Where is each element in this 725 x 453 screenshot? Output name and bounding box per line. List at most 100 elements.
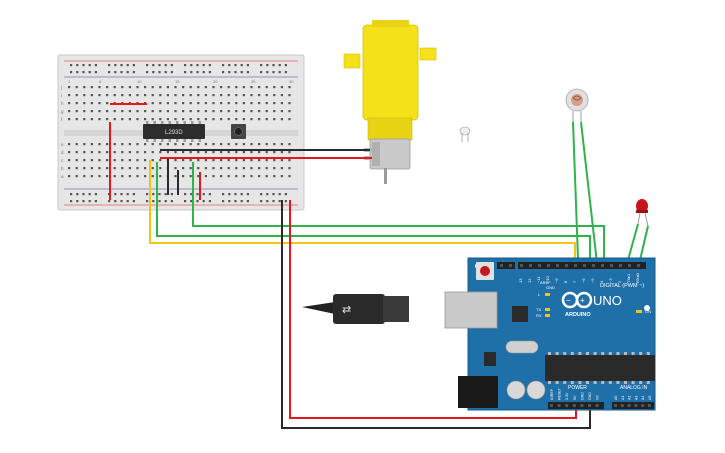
- hole: [242, 167, 245, 170]
- hole: [189, 94, 192, 97]
- gnd-label: GND: [546, 285, 555, 290]
- hole: [220, 175, 223, 178]
- wire-green-pin-b[interactable]: [192, 162, 605, 260]
- digital-header[interactable]: [497, 262, 646, 269]
- wire-green-led-2[interactable]: [639, 225, 649, 261]
- hole: [266, 193, 269, 196]
- hole: [222, 200, 225, 203]
- hole: [204, 86, 207, 89]
- hole: [189, 175, 192, 178]
- hole: [627, 404, 631, 407]
- hole: [280, 86, 283, 89]
- hole: [212, 94, 215, 97]
- hole: [120, 200, 123, 203]
- hole: [166, 86, 169, 89]
- hole: [113, 86, 116, 89]
- hole: [235, 94, 238, 97]
- hole: [272, 71, 275, 74]
- hole: [228, 71, 231, 74]
- hole: [235, 167, 238, 170]
- hole: [83, 86, 86, 89]
- hole: [593, 352, 597, 355]
- hole: [83, 94, 86, 97]
- wire-green-led-1[interactable]: [627, 223, 639, 261]
- hole: [278, 71, 281, 74]
- wire-yellow-pin[interactable]: [149, 160, 576, 260]
- usb-port[interactable]: [444, 291, 498, 329]
- hole: [595, 404, 599, 407]
- hole: [189, 110, 192, 113]
- hole: [108, 71, 111, 74]
- usb-controller-chip: [512, 306, 528, 322]
- hole: [227, 86, 230, 89]
- wire-black-gnd[interactable]: [281, 200, 591, 429]
- hole: [227, 151, 230, 154]
- hole: [83, 110, 86, 113]
- diode[interactable]: [459, 126, 471, 142]
- hole: [212, 102, 215, 105]
- power-header[interactable]: [548, 402, 654, 409]
- hole: [151, 94, 154, 97]
- hole: [198, 121, 201, 124]
- hole: [114, 200, 117, 203]
- hole: [235, 86, 238, 89]
- hole: [273, 118, 276, 121]
- power-jack[interactable]: [458, 376, 498, 408]
- hole: [555, 352, 559, 355]
- hole: [136, 86, 139, 89]
- hole: [106, 151, 109, 154]
- push-button[interactable]: [231, 124, 246, 139]
- photoresistor[interactable]: [565, 88, 589, 122]
- hole: [151, 86, 154, 89]
- hole: [273, 167, 276, 170]
- wire-green-pin-a[interactable]: [156, 162, 591, 260]
- column-number: 1: [68, 79, 71, 84]
- hole: [98, 110, 101, 113]
- digital-pin-label: ~3: [608, 278, 613, 283]
- hole: [220, 167, 223, 170]
- hole: [170, 193, 173, 196]
- row-letter: f: [61, 117, 63, 122]
- hole: [191, 121, 194, 124]
- hole: [164, 193, 167, 196]
- svg-text:−: −: [566, 296, 571, 305]
- hole: [265, 151, 268, 154]
- hole: [208, 64, 211, 67]
- hole: [68, 102, 71, 105]
- red-led[interactable]: [636, 199, 649, 227]
- hole: [583, 264, 586, 267]
- voltage-regulator: [484, 352, 496, 366]
- hole: [280, 118, 283, 121]
- hole: [83, 143, 86, 146]
- hole: [624, 352, 627, 355]
- usb-cable[interactable]: ⇄: [302, 294, 409, 324]
- dc-motor[interactable]: [343, 20, 437, 184]
- hole: [128, 110, 131, 113]
- hole: [212, 159, 215, 162]
- hole: [204, 175, 207, 178]
- hole: [113, 167, 116, 170]
- l293d-chip[interactable]: L293D: [143, 121, 205, 142]
- column-number: 20: [213, 79, 218, 84]
- hole: [128, 118, 131, 121]
- reset-button[interactable]: [476, 262, 494, 280]
- hole: [624, 381, 627, 384]
- hole: [588, 404, 591, 407]
- hole: [246, 200, 249, 203]
- hole: [227, 159, 230, 162]
- hole: [189, 102, 192, 105]
- hole: [208, 71, 211, 74]
- hole: [164, 71, 167, 74]
- column-number: 15: [175, 79, 180, 84]
- hole: [126, 64, 129, 67]
- hole: [227, 118, 230, 121]
- hole: [121, 175, 124, 178]
- hole: [634, 404, 638, 407]
- hole: [166, 151, 169, 154]
- hole: [189, 159, 192, 162]
- crystal: [505, 340, 539, 354]
- hole: [580, 404, 584, 407]
- hole: [227, 110, 230, 113]
- hole: [75, 110, 78, 113]
